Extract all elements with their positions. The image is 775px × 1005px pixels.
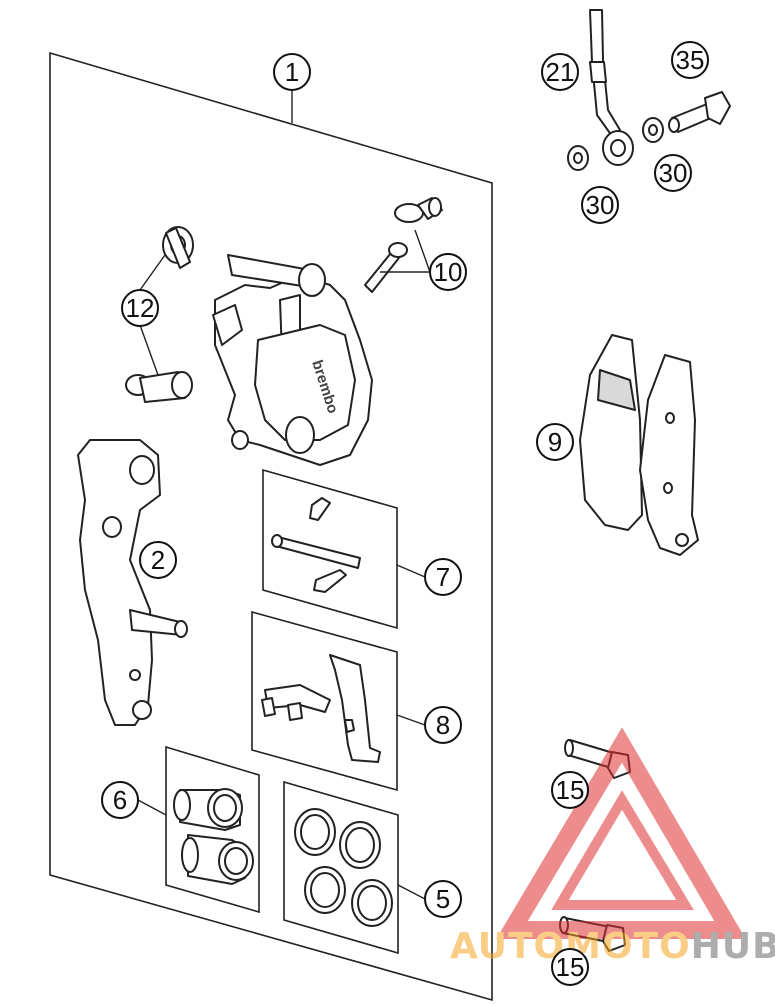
callout-8: 8	[424, 706, 462, 744]
svg-text:15: 15	[556, 775, 585, 805]
svg-text:1: 1	[285, 57, 299, 87]
svg-text:9: 9	[548, 427, 562, 457]
svg-text:2: 2	[151, 545, 165, 575]
pad-pin	[271, 497, 361, 593]
callout-10: 10	[429, 253, 467, 291]
callout-21: 21	[541, 53, 579, 91]
brake-caliper-body: brembo	[212, 254, 373, 466]
callout-30-left: 30	[581, 186, 619, 224]
watermark-text: AUTOMOTOHUB	[450, 926, 775, 967]
svg-text:15: 15	[556, 952, 585, 982]
brake-line-assembly	[567, 9, 731, 171]
piston-kit-box	[165, 745, 260, 914]
callout-9: 9	[536, 423, 574, 461]
callout-2: 2	[139, 541, 177, 579]
callout-5: 5	[424, 880, 462, 918]
seal-rings	[294, 808, 393, 927]
pistons	[173, 788, 254, 885]
pad-spring-kit-box	[251, 610, 398, 792]
svg-text:8: 8	[436, 710, 450, 740]
bleed-screw	[364, 197, 443, 293]
brake-pads	[579, 334, 699, 556]
pin-kit-box	[262, 468, 398, 630]
svg-text:7: 7	[436, 562, 450, 592]
caliper-bracket	[77, 439, 188, 726]
svg-text:10: 10	[434, 257, 463, 287]
watermark-triangle-outer	[496, 727, 746, 939]
seal-kit-box	[283, 780, 399, 955]
svg-text:6: 6	[113, 785, 127, 815]
callout-12: 12	[121, 289, 159, 327]
callout-15-upper: 15	[551, 771, 589, 809]
svg-text:12: 12	[126, 293, 155, 323]
callout-7: 7	[424, 558, 462, 596]
callout-6: 6	[101, 781, 139, 819]
watermark-triangle-inner	[551, 790, 694, 910]
svg-text:30: 30	[659, 158, 688, 188]
svg-text:21: 21	[546, 57, 575, 87]
svg-text:5: 5	[436, 884, 450, 914]
callout-1: 1	[273, 53, 311, 91]
svg-text:30: 30	[586, 190, 615, 220]
svg-text:35: 35	[676, 45, 705, 75]
seal-and-bolt	[125, 226, 194, 403]
callout-35: 35	[671, 41, 709, 79]
callout-30-right: 30	[654, 154, 692, 192]
caliper-kit-frame	[49, 51, 493, 1002]
watermark: AUTOMOTOHUB	[450, 727, 775, 967]
leader-lines	[137, 90, 431, 900]
pad-springs	[261, 654, 381, 763]
callout-15-lower: 15	[551, 948, 589, 986]
